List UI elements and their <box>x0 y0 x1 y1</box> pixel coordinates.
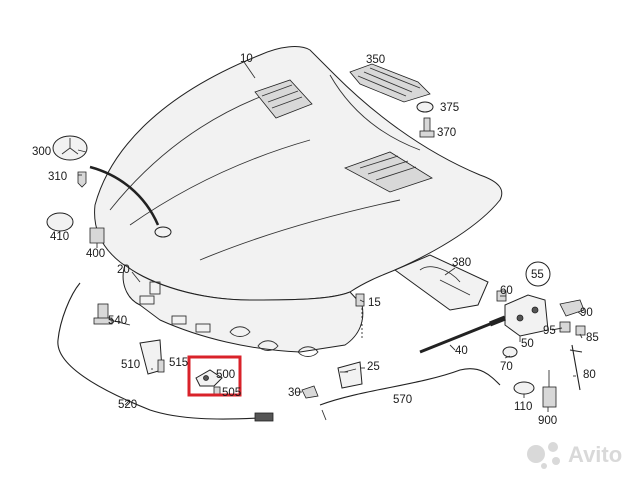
lock-plate-380 <box>393 254 489 311</box>
label-60: 60 <box>500 285 513 297</box>
label-515: 515 <box>169 357 188 369</box>
stud-370-icon <box>419 117 435 138</box>
hood-panel <box>94 46 503 301</box>
label-505: 505 <box>222 387 241 399</box>
hood-lock-50 <box>504 294 549 337</box>
label-410: 410 <box>50 231 69 243</box>
cable-570 <box>319 368 501 406</box>
label-80: 80 <box>583 369 596 381</box>
gas-strut-40 <box>419 315 506 354</box>
leader-lines <box>77 61 583 412</box>
pad-110-icon <box>513 381 535 395</box>
label-380: 380 <box>452 257 471 269</box>
label-90: 90 <box>580 307 593 319</box>
clip-30-icon <box>301 385 319 399</box>
hood-vent-350 <box>349 63 431 103</box>
label-110: 110 <box>514 401 532 413</box>
label-15: 15 <box>368 297 381 309</box>
washer-375-icon <box>416 101 434 113</box>
screw-515-icon <box>157 359 165 373</box>
label-30: 30 <box>288 387 301 399</box>
label-55: 55 <box>531 269 544 281</box>
avito-watermark: Avito <box>527 442 622 469</box>
avito-logo-icon <box>527 442 560 469</box>
label-25: 25 <box>367 361 380 373</box>
star-emblem-300-icon <box>52 135 88 161</box>
release-lever-500 <box>195 369 223 387</box>
bracket-25-icon <box>337 361 363 389</box>
inner-hood-frame <box>122 264 364 357</box>
watermark-text: Avito <box>568 442 622 467</box>
label-95: 95 <box>543 325 556 337</box>
label-900: 900 <box>538 415 557 427</box>
label-500: 500 <box>216 369 235 381</box>
nut-85-icon <box>575 325 586 336</box>
label-350: 350 <box>366 54 385 66</box>
label-50: 50 <box>521 338 534 350</box>
bumper-400-icon <box>89 227 105 244</box>
clip-310-icon <box>77 171 87 188</box>
label-300: 300 <box>32 146 51 158</box>
nut-95-icon <box>559 321 571 333</box>
label-10: 10 <box>240 53 253 65</box>
release-cable-520 <box>57 282 274 422</box>
label-20: 20 <box>117 264 130 276</box>
highlight-frame-500 <box>187 355 242 397</box>
label-520: 520 <box>118 399 137 411</box>
label-400: 400 <box>86 248 105 260</box>
washer-70-icon <box>502 346 518 358</box>
label-540: 540 <box>108 315 127 327</box>
label-510: 510 <box>121 359 140 371</box>
pad-410-icon <box>46 212 74 232</box>
holder-540-icon <box>93 303 113 325</box>
label-370: 370 <box>437 127 456 139</box>
label-70: 70 <box>500 361 513 373</box>
rod-80 <box>569 344 583 391</box>
switch-900-icon <box>542 370 557 408</box>
label-40: 40 <box>455 345 468 357</box>
emblem-base-icon <box>154 226 172 238</box>
label-310: 310 <box>48 171 67 183</box>
label-85: 85 <box>586 332 599 344</box>
label-570: 570 <box>393 394 412 406</box>
label-375: 375 <box>440 102 459 114</box>
